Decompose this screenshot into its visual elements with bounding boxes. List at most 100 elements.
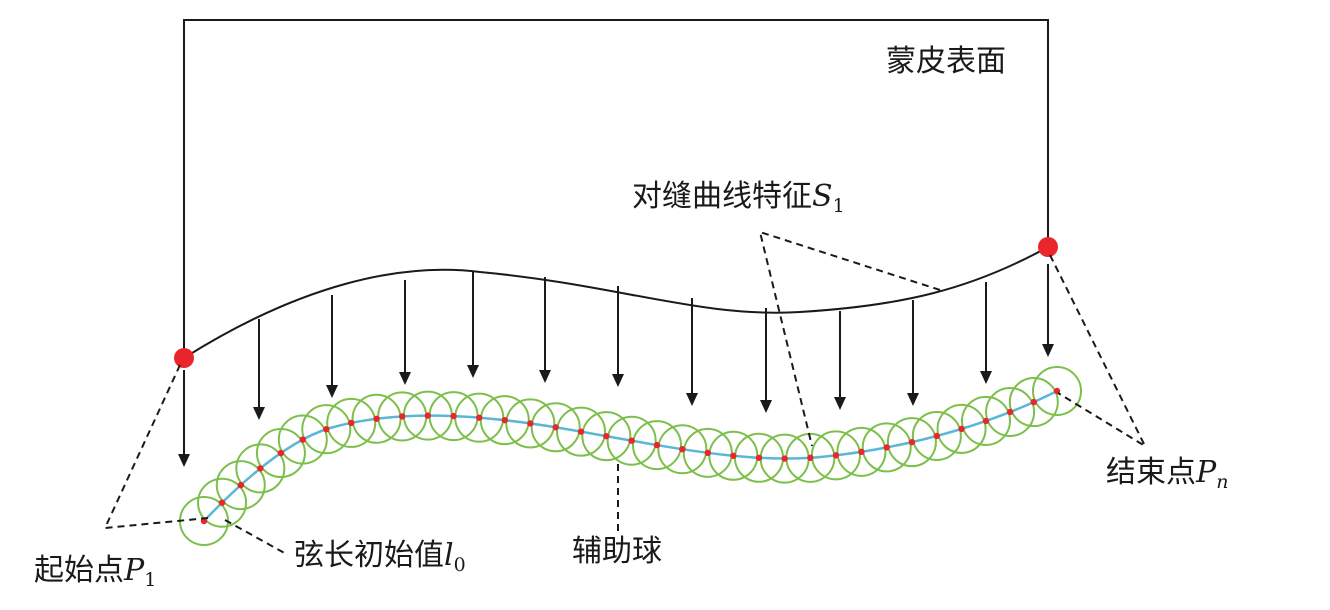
projection-arrow [467,272,479,378]
auxiliary-sphere [326,397,377,448]
sample-point [501,416,508,424]
sample-point [1006,408,1014,416]
sample-point [704,449,712,457]
seam-curve-label: 对缝曲线特征S1 [632,179,845,216]
chord-init-sub: 0 [453,554,466,576]
auxiliary-sphere [606,415,657,466]
chord-init-text: 弦长初始值 [294,538,444,573]
end-point-text: 结束点 [1106,455,1196,490]
sample-point [424,412,432,419]
sample-point [653,441,661,449]
sample-point [807,454,814,462]
sample-point [398,413,406,420]
sample-point [299,436,307,443]
end-point-sub: n [1216,471,1229,493]
auxiliary-sphere [581,411,632,462]
seam-curve-var: S [812,179,833,214]
chord-init-label: 弦长初始值l0 [294,538,466,575]
projection-arrow [760,308,772,413]
sample-point [679,445,686,453]
start-point-var: P [124,553,145,588]
auxiliary-sphere [936,403,987,454]
auxiliary-sphere [836,426,887,477]
sample-point [628,437,635,444]
auxiliary-sphere [530,402,581,453]
leader-seam-curve [758,230,941,447]
projection-arrow [980,282,992,384]
auxiliary-sphere [886,417,937,468]
auxiliary-sphere [861,422,912,473]
auxiliary-sphere [556,406,607,457]
sample-point [348,419,355,427]
sample-point [257,465,264,472]
start-point-text: 起始点 [34,553,124,588]
sample-point [552,424,559,431]
auxiliary-sphere [911,410,962,461]
projection-arrow [907,300,919,406]
chord-init-var: l [444,538,454,573]
sample-point [883,444,890,451]
projected-curve [203,389,1058,522]
sample-point [373,415,380,422]
seam-curve-text: 对缝曲线特征 [632,179,812,214]
auxiliary-spheres [179,366,1082,546]
sample-point [277,449,285,457]
auxiliary-sphere [960,395,1011,446]
auxiliary-sphere [1032,366,1082,416]
sample-point [218,499,226,506]
start-point-label: 起始点P1 [34,553,156,590]
sample-point [237,481,244,489]
sample-point [1030,398,1037,406]
sample-point [832,452,840,459]
auxiliary-sphere [631,420,682,471]
sample-point [755,454,763,461]
auxiliary-sphere [985,387,1036,438]
auxiliary-sphere [301,404,352,455]
projection-arrow [326,295,338,398]
projection-arrow [612,286,624,387]
start-point-marker [174,348,194,368]
leader-chord-init [224,519,289,556]
sample-point [982,417,990,425]
auxiliary-sphere [682,427,733,478]
sample-point [323,425,330,433]
start-point-sub: 1 [144,569,157,591]
auxiliary-sphere [657,424,708,475]
skin-surface-frame [183,19,1049,358]
projection-arrow [539,277,551,383]
projection-arrow [686,298,698,406]
sample-point [781,455,788,462]
auxiliary-sphere [277,414,328,465]
sample-point [603,432,610,440]
seam-curve-sub: 1 [832,195,845,217]
projection-arrow [834,311,846,410]
projection-arrow [253,319,265,420]
sample-point [527,420,534,427]
end-point-marker [1038,237,1058,257]
auxiliary-sphere [197,477,248,528]
leader-start-point [103,364,209,530]
sample-points [200,387,1061,525]
skin-surface-label: 蒙皮表面 [886,44,1006,79]
aux-sphere-label: 辅助球 [572,534,662,569]
auxiliary-sphere [505,398,556,449]
sample-point [958,425,965,433]
auxiliary-sphere [1008,377,1059,428]
sample-point [450,412,457,420]
projection-arrow [178,370,190,467]
projection-arrow [399,280,411,385]
seam-curve [183,246,1049,359]
sample-point [730,452,737,459]
end-point-var: P [1196,455,1217,490]
leader-end-point [1049,254,1148,449]
projection-arrow [1042,264,1054,357]
auxiliary-sphere [235,443,286,494]
sample-point [476,414,483,421]
projection-arrows [178,264,1054,467]
sample-point [908,438,916,446]
sample-point [933,432,941,440]
sample-point [858,448,865,456]
auxiliary-sphere [215,460,266,511]
sample-point [577,428,585,435]
